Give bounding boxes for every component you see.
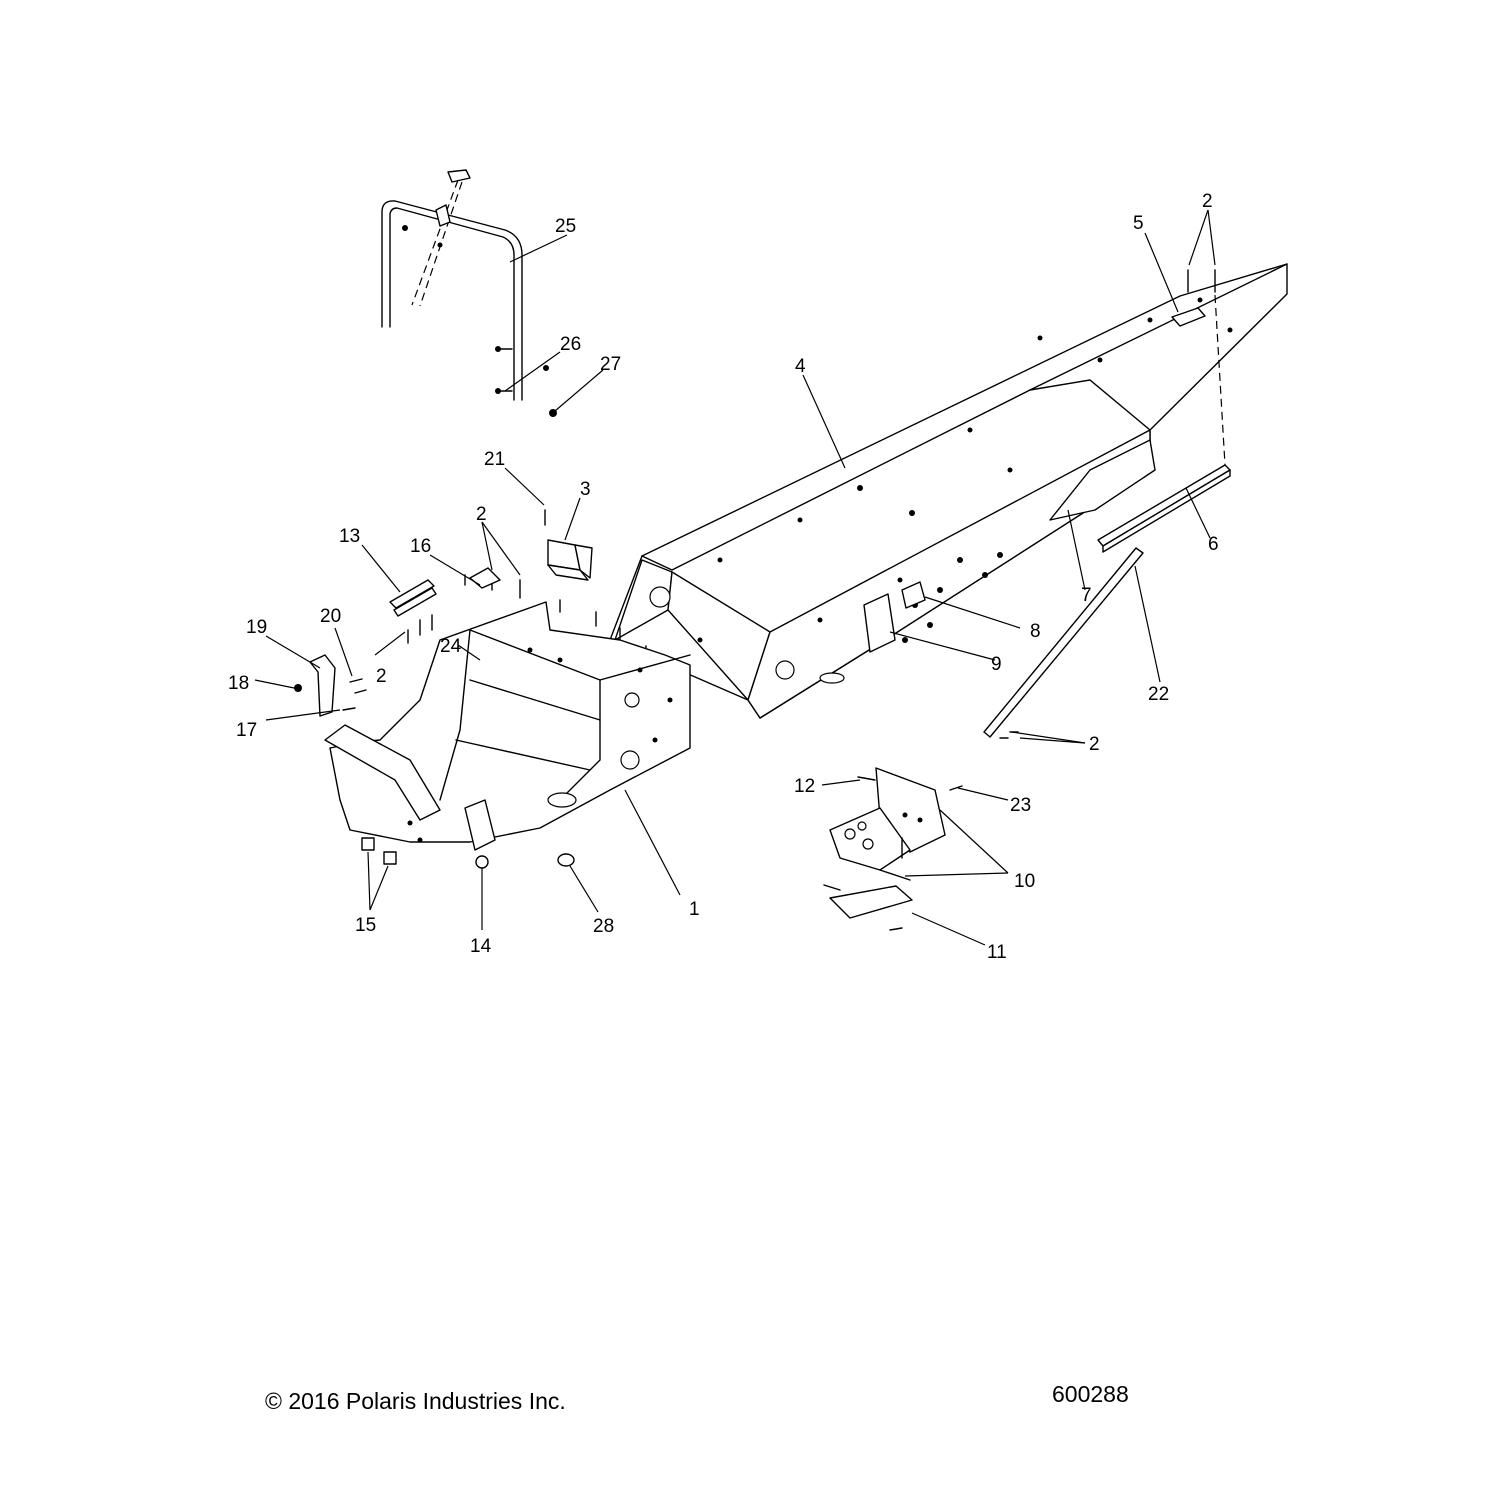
- figure-number: 600288: [1052, 1381, 1129, 1407]
- callout-9: 9: [991, 654, 1002, 675]
- callout-15: 15: [355, 915, 376, 936]
- callout-3: 3: [580, 479, 591, 500]
- callout-13: 13: [339, 526, 360, 547]
- callout-1: 1: [689, 899, 700, 920]
- callout-14: 14: [470, 936, 492, 957]
- part-14-bumper: [475, 855, 489, 869]
- part-24-bulkhead: [324, 601, 691, 851]
- callout-labels: 2 5 25 26 27 4 21 3 2 13 16 6 19 20 24 2…: [228, 191, 1219, 963]
- callout-4: 4: [795, 356, 806, 377]
- callout-17: 17: [236, 720, 257, 741]
- part-13-bar: [389, 579, 437, 617]
- callout-28: 28: [593, 916, 614, 937]
- part-7-brace: [1049, 439, 1156, 521]
- part-16-bracket: [469, 567, 501, 589]
- part-3-bracket: [547, 539, 593, 581]
- part-8-plate: [901, 581, 926, 609]
- part-28-clip: [557, 853, 575, 867]
- part-10-bracket: [829, 767, 946, 881]
- part-17-bolt: [342, 707, 356, 711]
- callout-8: 8: [1030, 621, 1041, 642]
- leader-lines: [254, 209, 1216, 946]
- callout-2-top-right: 2: [1202, 191, 1213, 212]
- part-4-tunnel: [609, 263, 1288, 719]
- callout-6: 6: [1208, 534, 1219, 555]
- callout-16: 16: [410, 536, 431, 557]
- callout-24: 24: [440, 636, 462, 657]
- part-5-plate: [1171, 307, 1206, 327]
- part-22-rod: [983, 547, 1144, 738]
- part-19-bracket: [309, 654, 336, 717]
- part-2-fasteners: [407, 269, 1226, 739]
- callout-12: 12: [794, 776, 815, 797]
- part-23-bolt: [949, 785, 963, 791]
- part-6-rail: [1097, 464, 1231, 553]
- callout-20: 20: [320, 606, 341, 627]
- callout-2-center: 2: [476, 504, 487, 525]
- part-18-nut: [294, 684, 302, 692]
- callout-27: 27: [600, 354, 621, 375]
- part-15-bumpers: [361, 837, 397, 865]
- callout-22: 22: [1148, 684, 1169, 705]
- callout-21: 21: [484, 449, 505, 470]
- copyright-notice: © 2016 Polaris Industries Inc.: [265, 1388, 566, 1414]
- part-25-handle-hoop: [381, 169, 523, 401]
- callout-10: 10: [1014, 871, 1035, 892]
- callout-2-bottom-right: 2: [1089, 734, 1100, 755]
- callout-5: 5: [1133, 213, 1144, 234]
- part-9-plate: [863, 593, 896, 653]
- callout-25: 25: [555, 216, 576, 237]
- callout-2-left: 2: [376, 666, 387, 687]
- callout-11: 11: [987, 942, 1007, 963]
- part-11-bracket: [823, 884, 913, 931]
- callout-26: 26: [560, 334, 581, 355]
- callout-18: 18: [228, 673, 249, 694]
- callout-7: 7: [1081, 585, 1092, 606]
- callout-19: 19: [246, 617, 267, 638]
- callout-23: 23: [1010, 795, 1031, 816]
- part-12-bolt: [857, 776, 876, 781]
- part-20-fastener: [349, 678, 367, 694]
